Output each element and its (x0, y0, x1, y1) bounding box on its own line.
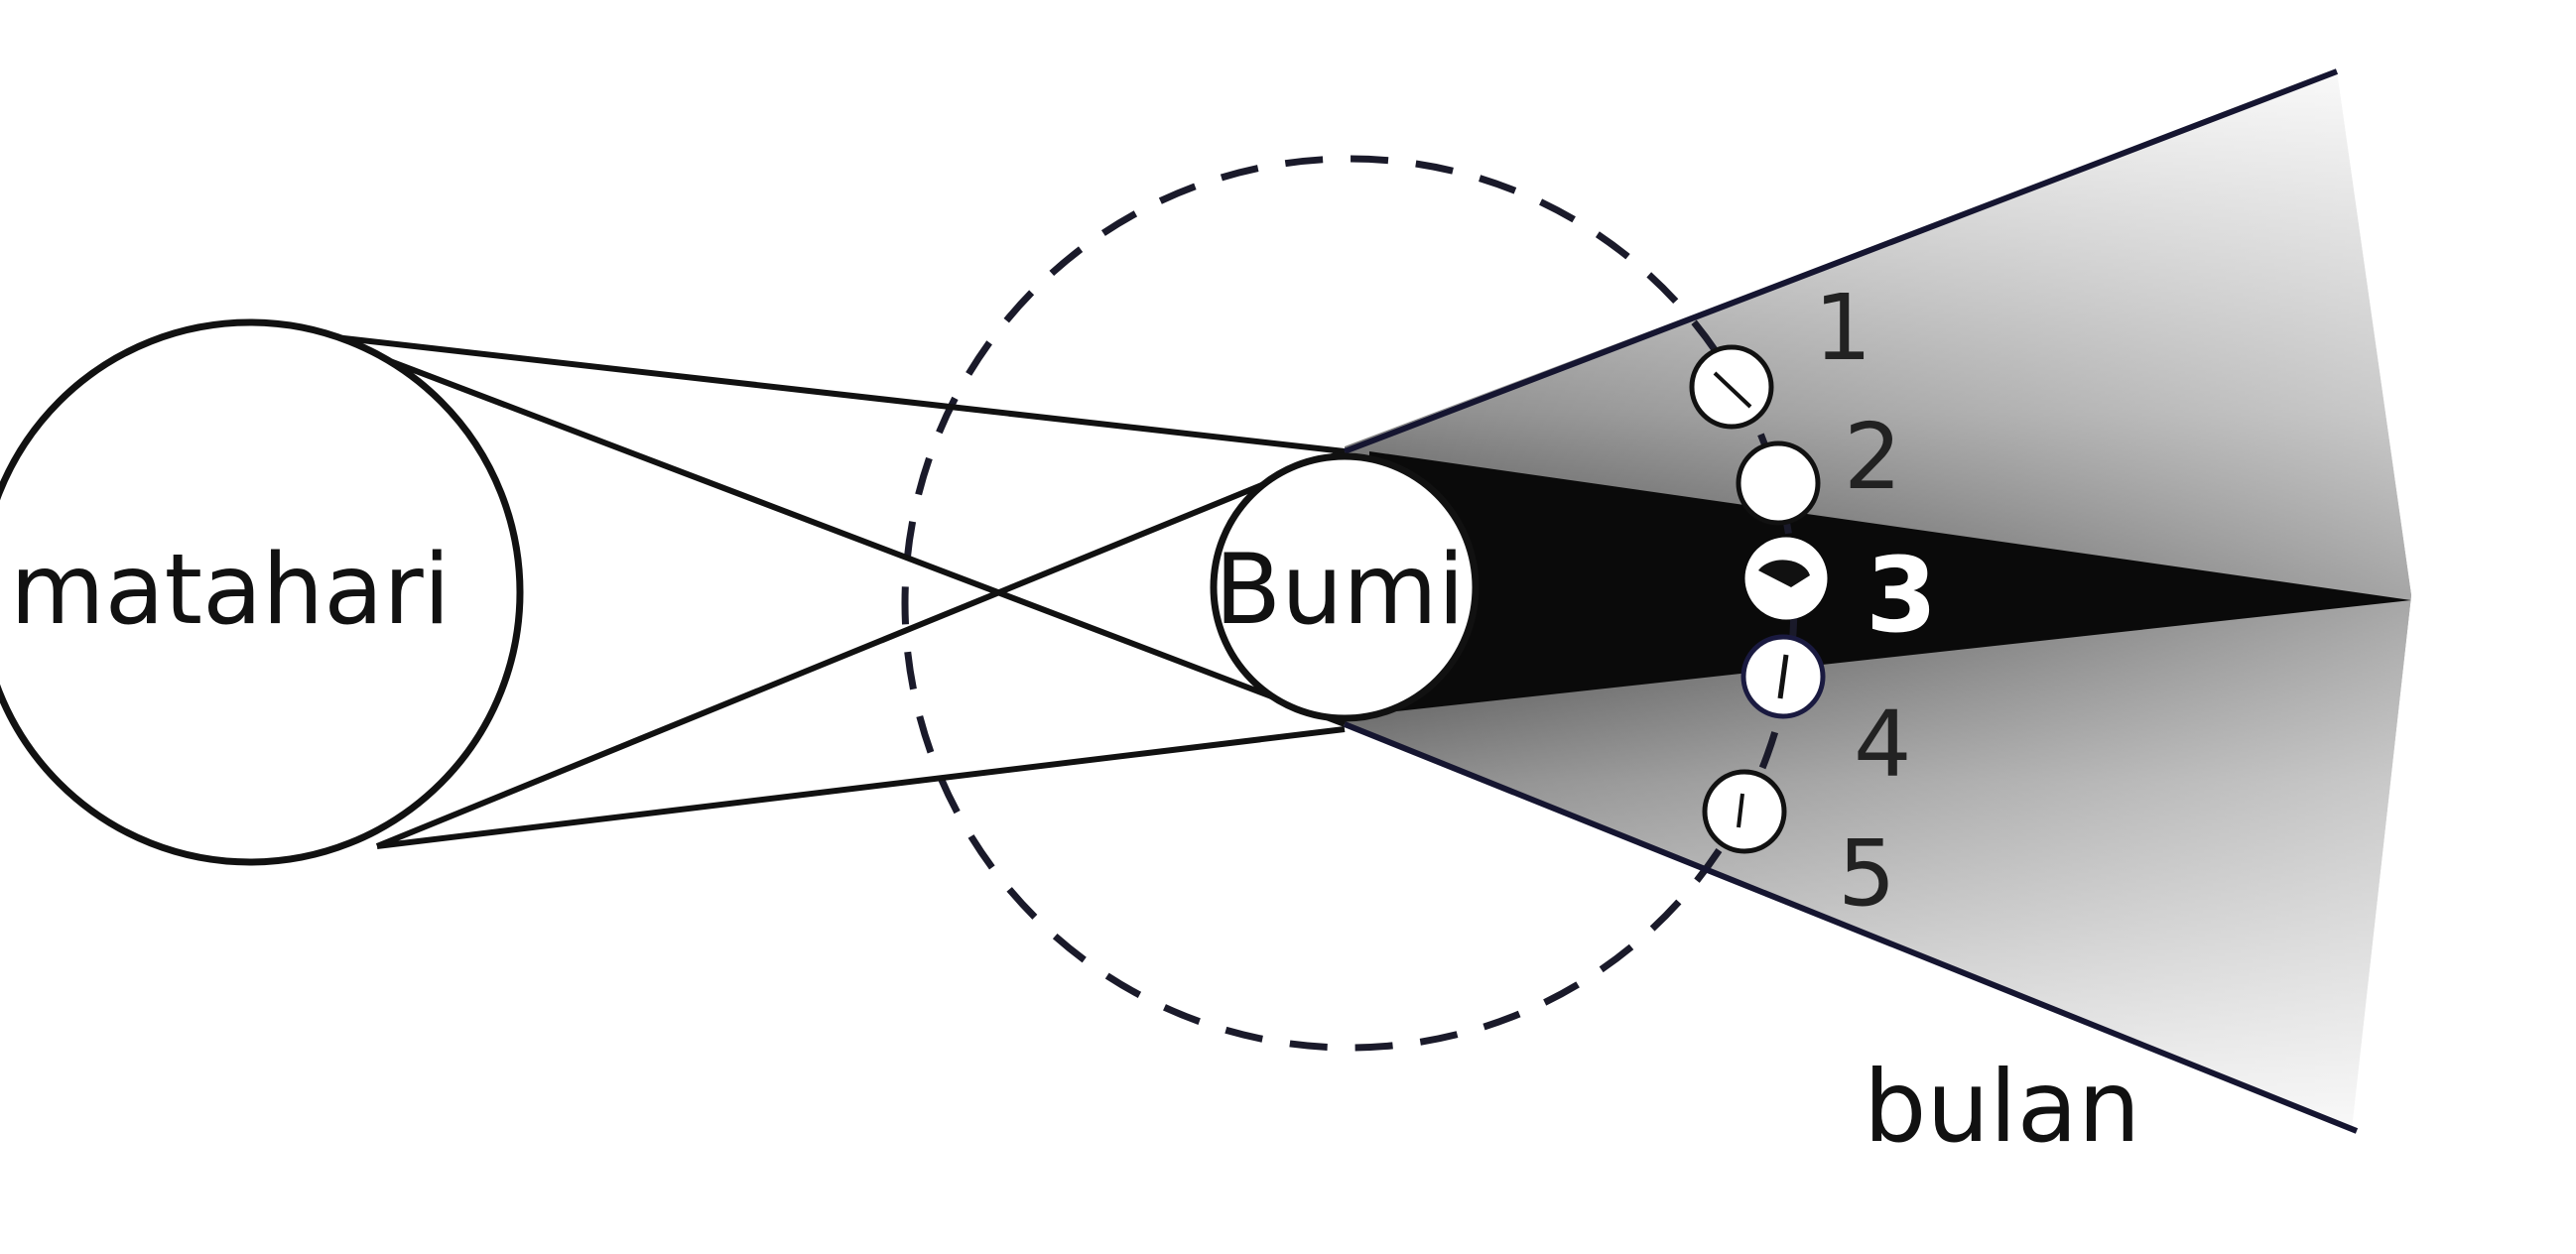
penumbra-boundary-lower (1343, 721, 2359, 1134)
moon-position-1 (1689, 344, 1774, 430)
position-label-1: 1 (1814, 275, 1872, 381)
sun-label: matahari (10, 534, 451, 647)
moon-label: bulan (1864, 1049, 2140, 1165)
umbra (1369, 451, 2411, 714)
moon-position-3 (1744, 537, 1828, 620)
penumbra-boundary-upper (1343, 68, 2339, 454)
position-label-3: 3 (1866, 535, 1937, 656)
inner-tangent-bottom-to-top (375, 448, 1347, 849)
outer-tangent-upper (317, 332, 1346, 454)
moon-position-5 (1702, 769, 1787, 854)
position-label-5: 5 (1838, 820, 1896, 927)
outer-tangent-lower (376, 726, 1346, 849)
sun (0, 318, 524, 866)
position-label-2: 2 (1844, 404, 1902, 510)
moon-position-2 (1736, 440, 1821, 526)
earth (1210, 452, 1480, 722)
earth-label: Bumi (1215, 534, 1465, 647)
moon-position-4 (1740, 634, 1826, 719)
position-label-4: 4 (1854, 691, 1912, 798)
inner-tangent-top-to-bottom (325, 334, 1347, 727)
